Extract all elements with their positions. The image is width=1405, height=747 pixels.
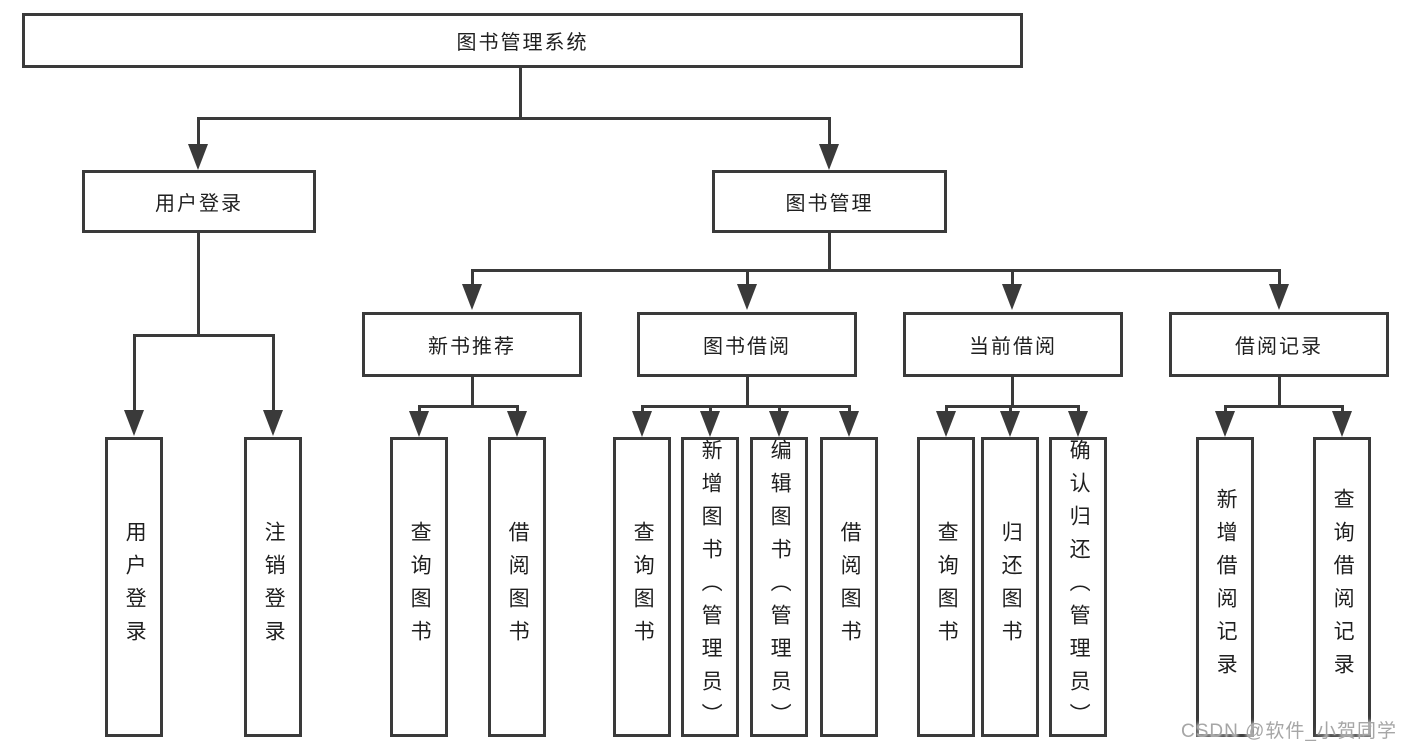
arrow-down-icon [839,411,859,437]
leaf-label: 新增图书（管理员） [699,438,723,736]
node-book-management: 图书管理 [712,170,947,233]
leaf-label: 新增借阅记录 [1214,488,1238,686]
leaf-return-books: 归还图书 [981,437,1039,737]
arrow-down-icon [1068,411,1088,437]
node-user-login: 用户登录 [82,170,316,233]
arrow-down-icon [737,284,757,310]
arrow-down-icon [124,410,144,436]
connector-vline [471,377,474,408]
leaf-confirm-return-admin: 确认归还（管理员） [1049,437,1107,737]
node-label: 用户登录 [155,193,243,215]
arrow-down-icon [462,284,482,310]
arrow-down-icon [1000,411,1020,437]
leaf-query-books-borrowing: 查询图书 [613,437,671,737]
node-label: 图书管理系统 [456,32,589,54]
leaf-label: 查询图书 [631,521,655,653]
connector-vline [709,405,712,414]
connector-vline [848,405,851,414]
arrow-down-icon [188,144,208,170]
leaf-logout: 注销登录 [244,437,302,737]
node-label: 借阅记录 [1235,336,1323,358]
leaf-label: 查询图书 [935,521,959,653]
arrow-down-icon [1332,411,1352,437]
connector-vline [1077,405,1080,414]
connector-hline [641,405,851,408]
leaf-label: 确认归还（管理员） [1067,438,1091,736]
node-new-book-recommendation: 新书推荐 [362,312,582,377]
connector-vline [641,405,644,414]
leaf-label: 注销登录 [262,521,286,653]
leaf-label: 查询图书 [408,521,432,653]
arrow-down-icon [263,410,283,436]
leaf-add-book-admin: 新增图书（管理员） [681,437,739,737]
leaf-label: 用户登录 [123,521,147,653]
arrow-down-icon [409,411,429,437]
connector-hline [418,405,519,408]
leaf-borrow-books-borrowing: 借阅图书 [820,437,878,737]
connector-vline [746,377,749,408]
leaf-label: 查询借阅记录 [1331,488,1355,686]
connector-vline [516,405,519,414]
connector-vline [945,405,948,414]
arrow-down-icon [507,411,527,437]
connector-vline [778,405,781,414]
connector-vline [133,334,136,412]
connector-vline [197,117,200,147]
connector-hline [197,117,831,120]
leaf-label: 归还图书 [999,521,1023,653]
connector-hline [945,405,1080,408]
connector-vline [272,334,275,412]
connector-vline [1011,377,1014,408]
csdn-watermark: CSDN @软件_小贺同学 [1181,721,1397,742]
connector-vline [1278,269,1281,287]
arrow-down-icon [936,411,956,437]
leaf-label: 编辑图书（管理员） [768,438,792,736]
leaf-edit-book-admin: 编辑图书（管理员） [750,437,808,737]
node-library-management-system: 图书管理系统 [22,13,1023,68]
leaf-borrow-books-recommend: 借阅图书 [488,437,546,737]
node-label: 当前借阅 [969,336,1057,358]
connector-vline [1278,377,1281,408]
connector-vline [1009,405,1012,414]
node-label: 新书推荐 [428,336,516,358]
connector-vline [746,269,749,287]
node-label: 图书借阅 [703,336,791,358]
leaf-query-books-current: 查询图书 [917,437,975,737]
connector-vline [828,117,831,147]
leaf-label: 借阅图书 [506,521,530,653]
arrow-down-icon [769,411,789,437]
leaf-query-borrow-record: 查询借阅记录 [1313,437,1371,737]
connector-vline [1224,405,1227,414]
connector-vline [1011,269,1014,287]
node-label: 图书管理 [785,193,874,215]
connector-vline [1341,405,1344,414]
leaf-query-books-recommend: 查询图书 [390,437,448,737]
connector-vline [471,269,474,287]
leaf-user-login: 用户登录 [105,437,163,737]
node-borrowing-records: 借阅记录 [1169,312,1389,377]
arrow-down-icon [632,411,652,437]
connector-vline [418,405,421,414]
connector-hline [133,334,275,337]
connector-hline [1224,405,1344,408]
arrow-down-icon [1002,284,1022,310]
arrow-down-icon [700,411,720,437]
connector-vline [828,233,831,272]
arrow-down-icon [819,144,839,170]
connector-hline [471,269,1281,272]
connector-vline [519,68,522,120]
leaf-label: 借阅图书 [838,521,862,653]
arrow-down-icon [1215,411,1235,437]
leaf-add-borrow-record: 新增借阅记录 [1196,437,1254,737]
node-book-borrowing: 图书借阅 [637,312,857,377]
node-current-borrowing: 当前借阅 [903,312,1123,377]
arrow-down-icon [1269,284,1289,310]
connector-vline [197,233,200,337]
